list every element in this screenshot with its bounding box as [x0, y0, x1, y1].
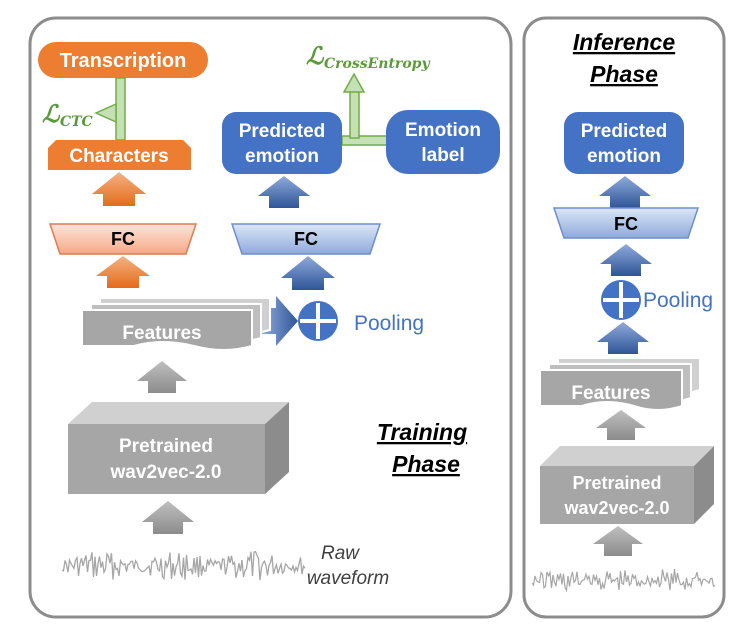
waveform-icon	[531, 568, 716, 593]
up-arrow-icon	[258, 176, 310, 208]
features-stack-training: Features	[81, 297, 271, 351]
fc-inference-box: FC	[552, 207, 700, 239]
transcription-label: Transcription	[60, 50, 187, 72]
ce-loss-symbol: ℒ	[306, 41, 325, 70]
inf-predicted-line2: emotion	[587, 146, 661, 167]
pretrained-encoder-inference: Pretrained wav2vec-2.0	[540, 446, 714, 524]
up-arrow-icon	[596, 410, 646, 440]
raw-label-line2: waveform	[307, 568, 389, 589]
fc-emotion-label: FC	[294, 229, 318, 249]
up-arrow-icon	[593, 526, 643, 556]
inf-predicted-line1: Predicted	[581, 121, 668, 142]
inference-phase-title: Inference Phase	[573, 29, 675, 87]
pretrained-label-line1: Pretrained	[119, 436, 213, 457]
pretrained-label-line2: wav2vec-2.0	[110, 462, 222, 483]
fc-emotion-box: FC	[230, 223, 382, 255]
ctc-loss-symbol: ℒ	[42, 99, 61, 128]
up-arrow-icon	[600, 244, 652, 276]
up-arrow-icon	[92, 172, 146, 206]
inference-phase-line1: Inference	[573, 29, 675, 55]
up-arrow-icon	[142, 501, 194, 534]
fc-ctc-label: FC	[111, 229, 135, 249]
raw-label-line1: Raw	[321, 543, 360, 564]
up-arrow-icon	[281, 256, 335, 290]
up-arrow-icon	[597, 322, 649, 354]
inference-phase-line2: Phase	[590, 61, 658, 87]
pooling-label-training: Pooling	[354, 312, 424, 335]
ctc-loss: ℒ CTC	[42, 99, 93, 130]
pretrained-encoder-training: Pretrained wav2vec-2.0	[68, 402, 289, 494]
training-phase-line1: Training	[377, 419, 467, 445]
up-arrow-icon	[599, 176, 651, 208]
waveform-icon	[61, 550, 306, 581]
characters-label: Characters	[69, 146, 168, 167]
fc-inference-label: FC	[614, 214, 638, 234]
features-label-training: Features	[122, 323, 201, 344]
up-arrow-icon	[96, 256, 150, 288]
predicted-emotion-line2: emotion	[245, 146, 319, 167]
ctc-loss-subscript: CTC	[60, 114, 93, 130]
inf-pretrained-line2: wav2vec-2.0	[563, 498, 669, 518]
predicted-emotion-line1: Predicted	[239, 121, 326, 142]
up-arrow-icon	[137, 361, 187, 393]
training-phase-title: Training Phase	[377, 419, 467, 477]
pooling-plus-icon	[298, 301, 338, 341]
fc-ctc-box: FC	[48, 223, 198, 255]
emotion-label-box: Emotion label	[386, 110, 500, 174]
emotion-label-line1: Emotion	[405, 120, 481, 141]
pooling-label-inference: Pooling	[643, 289, 713, 312]
ce-loss-subscript: CrossEntropy	[324, 56, 430, 72]
inf-pretrained-line1: Pretrained	[572, 473, 661, 493]
transcription-box: Transcription	[38, 42, 208, 78]
predicted-emotion-box-training: Predicted emotion	[222, 112, 342, 174]
training-phase-line2: Phase	[392, 451, 460, 477]
cross-entropy-loss: ℒ CrossEntropy	[306, 41, 430, 72]
inf-features-label: Features	[571, 383, 650, 404]
pooling-plus-icon	[601, 280, 641, 320]
emotion-label-line2: label	[421, 145, 464, 166]
features-stack-inference: Features	[539, 357, 701, 411]
characters-box: Characters	[48, 140, 191, 170]
predicted-emotion-box-inference: Predicted emotion	[564, 112, 684, 174]
